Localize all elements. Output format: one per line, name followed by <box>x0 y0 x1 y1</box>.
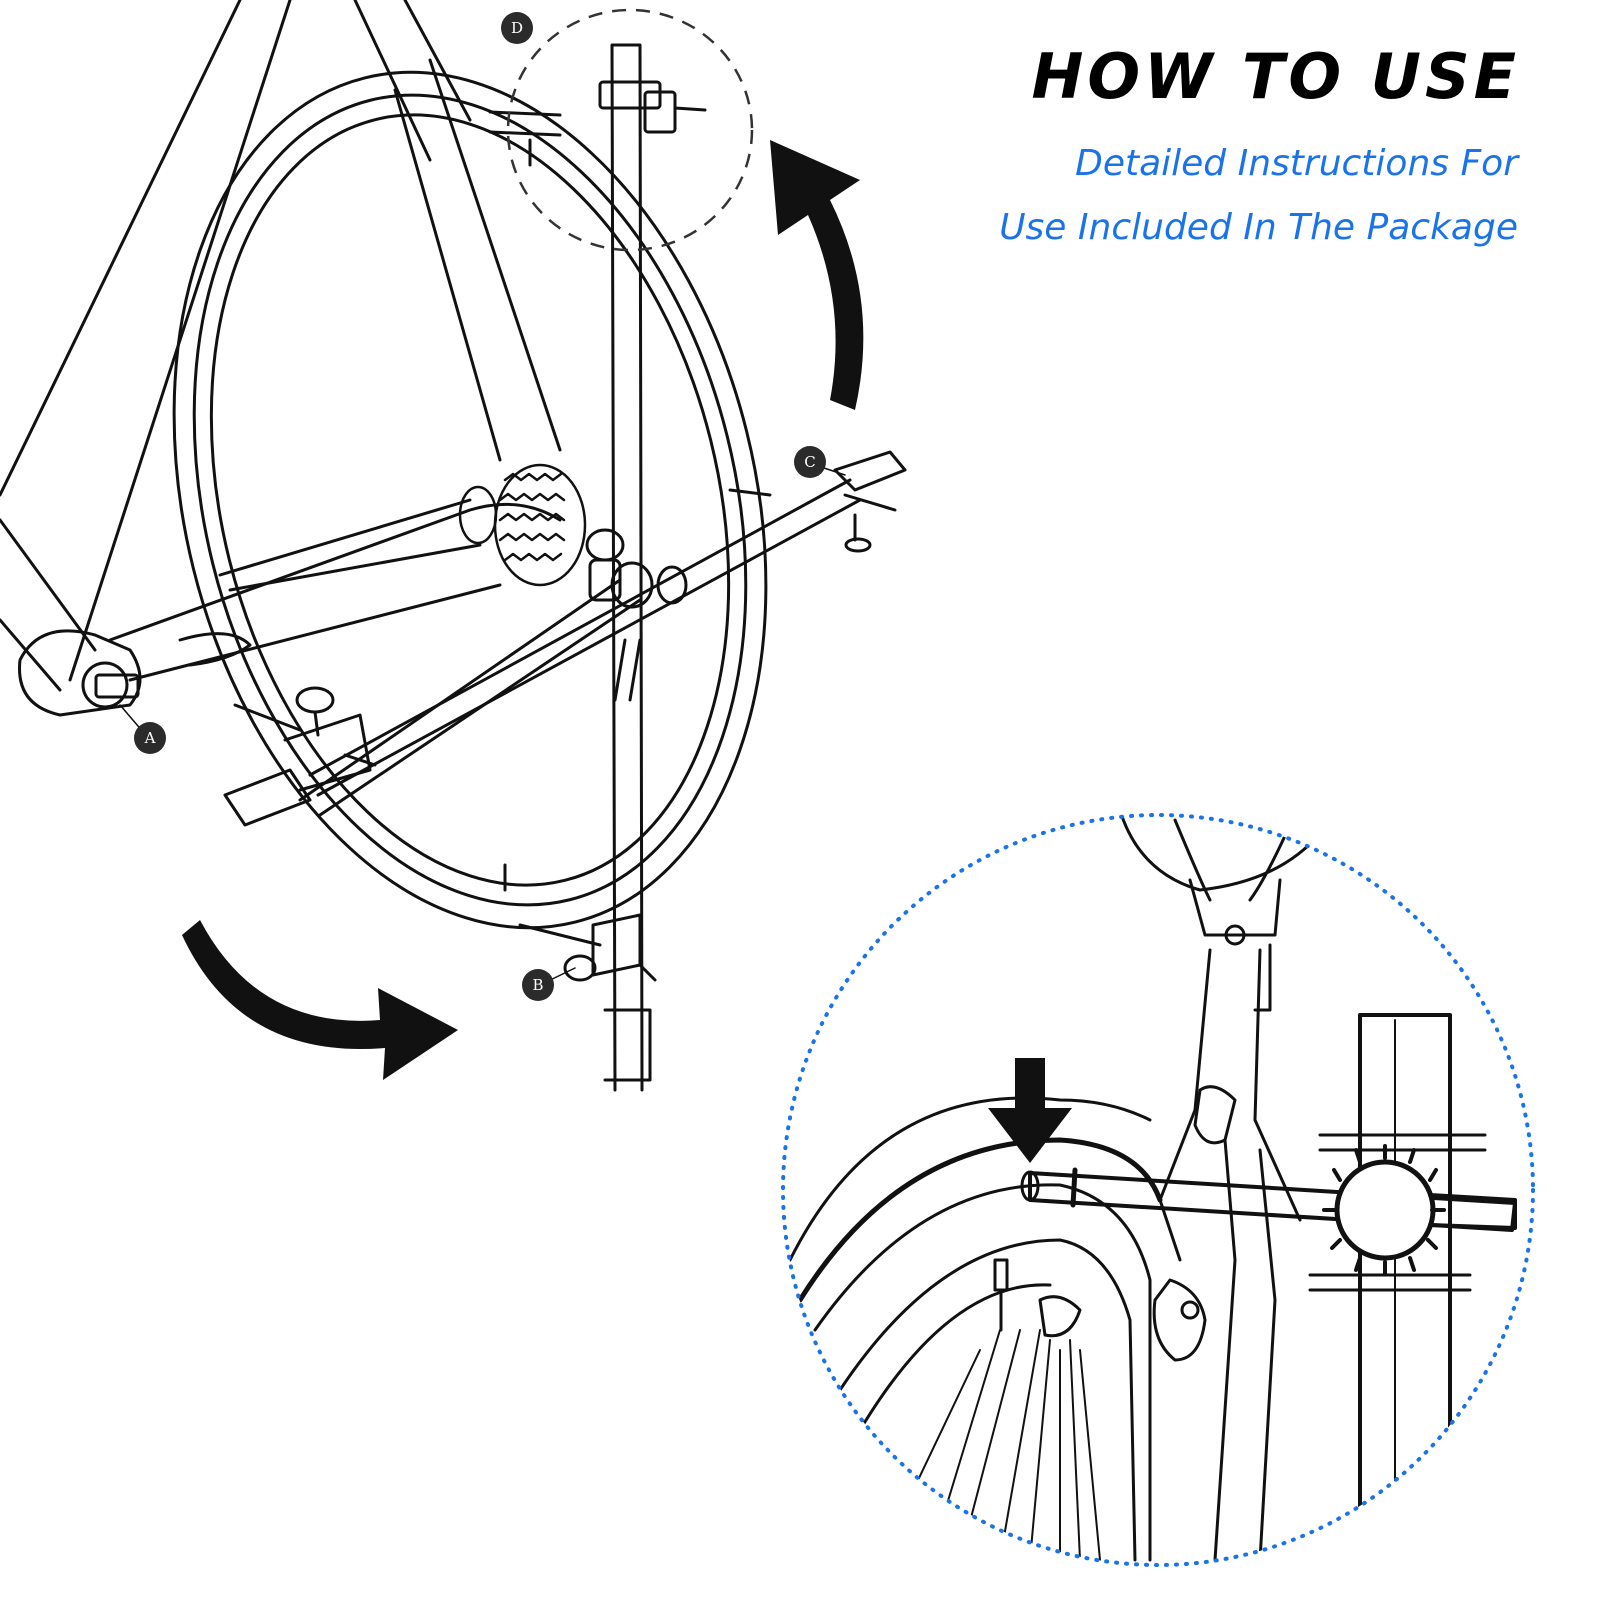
down-arrow-icon <box>988 1058 1072 1163</box>
clamp-a <box>223 686 377 827</box>
detail-circle <box>781 813 1535 1567</box>
frame-seat-tube <box>353 0 472 162</box>
bike-illustration <box>0 0 907 1092</box>
stand-diagonal-arm <box>308 478 862 797</box>
cassette <box>458 463 587 587</box>
subtitle-line-2: Use Included In The Package <box>999 207 1518 248</box>
clamp-c <box>728 450 907 553</box>
page-title: HOW TO USE <box>1031 40 1520 113</box>
svg-text:C: C <box>804 453 815 471</box>
svg-text:A: A <box>144 729 156 747</box>
frame-down-tube <box>0 518 97 692</box>
seat-stay <box>393 58 562 462</box>
detail-illustration <box>788 815 1517 1562</box>
hub-clamp <box>585 528 688 609</box>
curved-arrow-right-icon <box>182 920 458 1080</box>
stand-vertical-post <box>610 43 644 1092</box>
bb-axle <box>81 661 129 709</box>
marker-a: A <box>134 722 166 754</box>
clamp-d <box>488 80 707 167</box>
svg-text:B: B <box>532 976 543 994</box>
rear-rim-outer <box>172 70 768 930</box>
rear-rim-mid <box>192 93 748 907</box>
stand-strut <box>613 638 642 702</box>
svg-text:D: D <box>511 19 523 37</box>
bb-nut <box>94 673 140 699</box>
marker-b: B <box>522 969 554 1001</box>
rear-rim-inner <box>209 113 731 887</box>
marker-c: C <box>794 446 826 478</box>
curved-arrow-up-icon <box>770 140 864 410</box>
subtitle-line-1: Detailed Instructions For <box>1075 143 1518 184</box>
clamp-b <box>503 863 657 982</box>
marker-d: D <box>501 12 533 44</box>
stand-lower-brace <box>298 578 642 817</box>
zoom-circle-d <box>506 8 754 252</box>
